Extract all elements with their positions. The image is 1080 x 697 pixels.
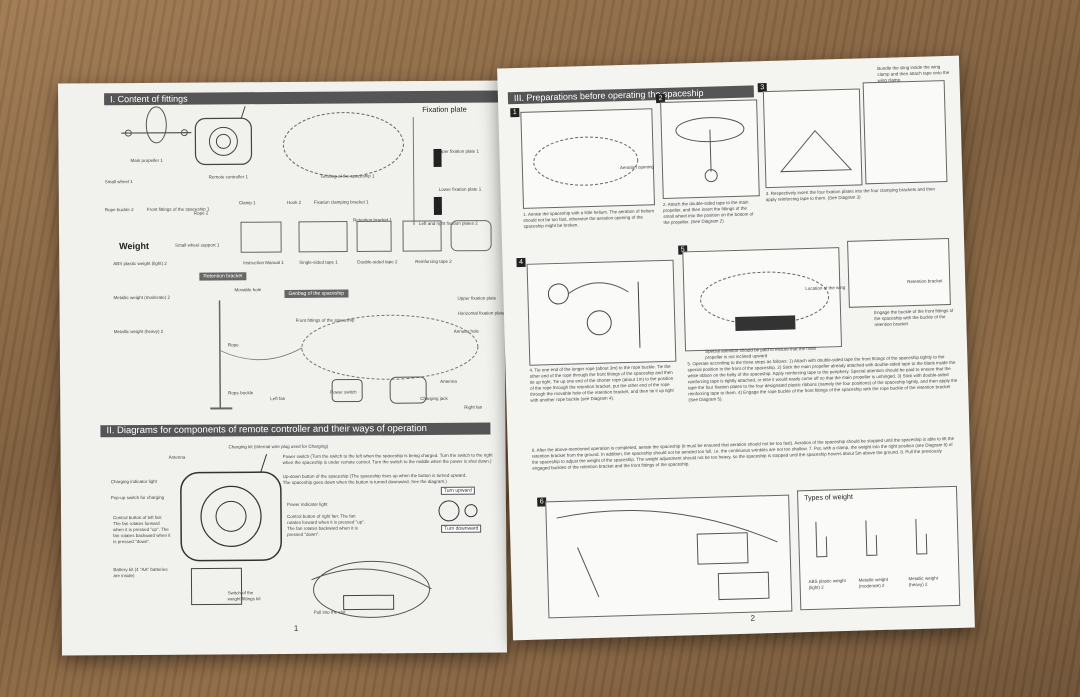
small-wheel-support-label: Small wheel support 1 (175, 242, 220, 248)
engage-buckle-label: Engage the buckle of the front fittings … (873, 307, 954, 328)
reinforcing-tape-label: Reinforcing tape 2 (415, 258, 452, 265)
page-number-2: 2 (750, 613, 756, 623)
weight-type-moderate: Metallic weight (moderate) 2 (858, 576, 889, 589)
step-6-diagram (545, 494, 793, 619)
step-5-text: 5. Operate according to the three steps … (687, 354, 958, 403)
small-wheel-label: Small wheel 1 (104, 179, 133, 185)
retention-bracket-step5-label: Retention bracket (907, 278, 943, 285)
battery-kit-label: Battery kit (4 "AA" batteries are inside… (113, 566, 168, 579)
remote-controller-label: Remote controller 1 (208, 174, 248, 180)
types-of-weight-panel: Types of weight ABS plastic weight (ligh… (796, 485, 961, 611)
step-1-number: 1 (510, 107, 520, 118)
page-number-1: 1 (293, 623, 299, 633)
fixation-clamping-bracket-label: Fixation clamping bracket 1 (313, 199, 369, 205)
step-2-text: 2. Attach the double-sided tape to the m… (662, 199, 754, 225)
manual-page-2: III. Preparations before operating the s… (497, 55, 975, 641)
main-propeller-drawing (121, 106, 192, 144)
charging-indicator-label: Charging indicator light (110, 478, 157, 485)
charging-jack-assembly-label: Charging jack (420, 395, 448, 402)
aeration-opening-label: Aeration opening (619, 164, 655, 171)
geobag-label: Geobag of the spaceship 1 (320, 173, 375, 179)
section-2-heading: II. Diagrams for components of remote co… (100, 422, 491, 438)
step-4-number: 4 (516, 257, 526, 268)
step-4-diagram (526, 259, 677, 366)
step-4-text: 4. Tie one end of the longer rope (about… (529, 363, 674, 403)
left-fan-button-label: Control button of left fan: The fan rota… (113, 514, 171, 545)
main-propeller-label: Main propeller 1 (130, 157, 163, 164)
tapes-drawing (240, 220, 492, 253)
instruction-manual-label: Instruction Manual 1 (243, 259, 284, 266)
remote-controller-detail-drawing (180, 453, 478, 618)
lower-fixation-plate-label: Lower fixation plate 1 (438, 186, 482, 192)
single-sided-tape-label: Single-sided tape 1 (299, 259, 338, 265)
weight-type-abs: ABS plastic weight (light) 2 (808, 578, 846, 591)
assembly-drawing (210, 300, 479, 410)
manual-page-1: I. Content of fittings Fixation plate Up… (58, 80, 507, 656)
clamp-label: Clamp 1 (238, 200, 256, 206)
rope-label: Rope 2 (193, 210, 209, 216)
right-fan-assembly-label: Right fan (464, 404, 483, 410)
weight-type-heavy: Metallic weight (heavy) 2 (908, 575, 939, 588)
abs-weight-label: ABS plastic weight (light) 2 (113, 260, 167, 267)
step-1-text: 1. Aerate the spaceship with a little he… (523, 208, 655, 229)
step-2-diagram (660, 99, 760, 199)
remote-controller-drawing (194, 106, 253, 166)
metallic-weight-heavy-label: Metallic weight (heavy) 2 (113, 328, 164, 335)
step-3-note: Bundle the sling inside the wing clamp a… (877, 64, 950, 83)
step-5-detail-diagram (847, 238, 951, 308)
power-switch-assembly-label: Power switch (330, 389, 357, 395)
types-of-weight-heading: Types of weight (804, 493, 853, 503)
step-3-detail-diagram (862, 80, 948, 185)
weight-heading: Weight (119, 240, 150, 252)
fixation-plate-drawing (412, 117, 442, 226)
metallic-weight-moderate-label: Metallic weight (moderate) 2 (113, 294, 171, 301)
rope-buckle-label: Rope buckle 2 (104, 207, 134, 213)
hook-label: Hook 2 (286, 199, 302, 205)
step-3-text: 3. Respectively insert the four fixation… (765, 186, 936, 203)
antenna-assembly-label: Antenna (440, 378, 457, 384)
popup-switch-label: Pop-up switch for charging (110, 494, 165, 501)
fixation-plate-label: Fixation plate (422, 104, 467, 115)
retention-bracket-tag: Retention bracket (199, 272, 247, 281)
step-6-text: 6. After the above-mentioned operation i… (531, 435, 955, 471)
step-5-diagram (682, 247, 843, 352)
charging-jack-label: Charging kit (Internal wire plug used fo… (228, 443, 329, 450)
double-sided-tape-label: Double-sided tape 2 (357, 259, 398, 265)
step-3-diagram (762, 88, 863, 189)
geobag-drawing (282, 112, 404, 178)
left-fan-assembly-label: Left fan (270, 395, 286, 402)
antenna-label: Antenna (168, 454, 186, 460)
step-1-diagram (520, 108, 655, 209)
section-1-heading: I. Content of fittings (104, 90, 499, 106)
